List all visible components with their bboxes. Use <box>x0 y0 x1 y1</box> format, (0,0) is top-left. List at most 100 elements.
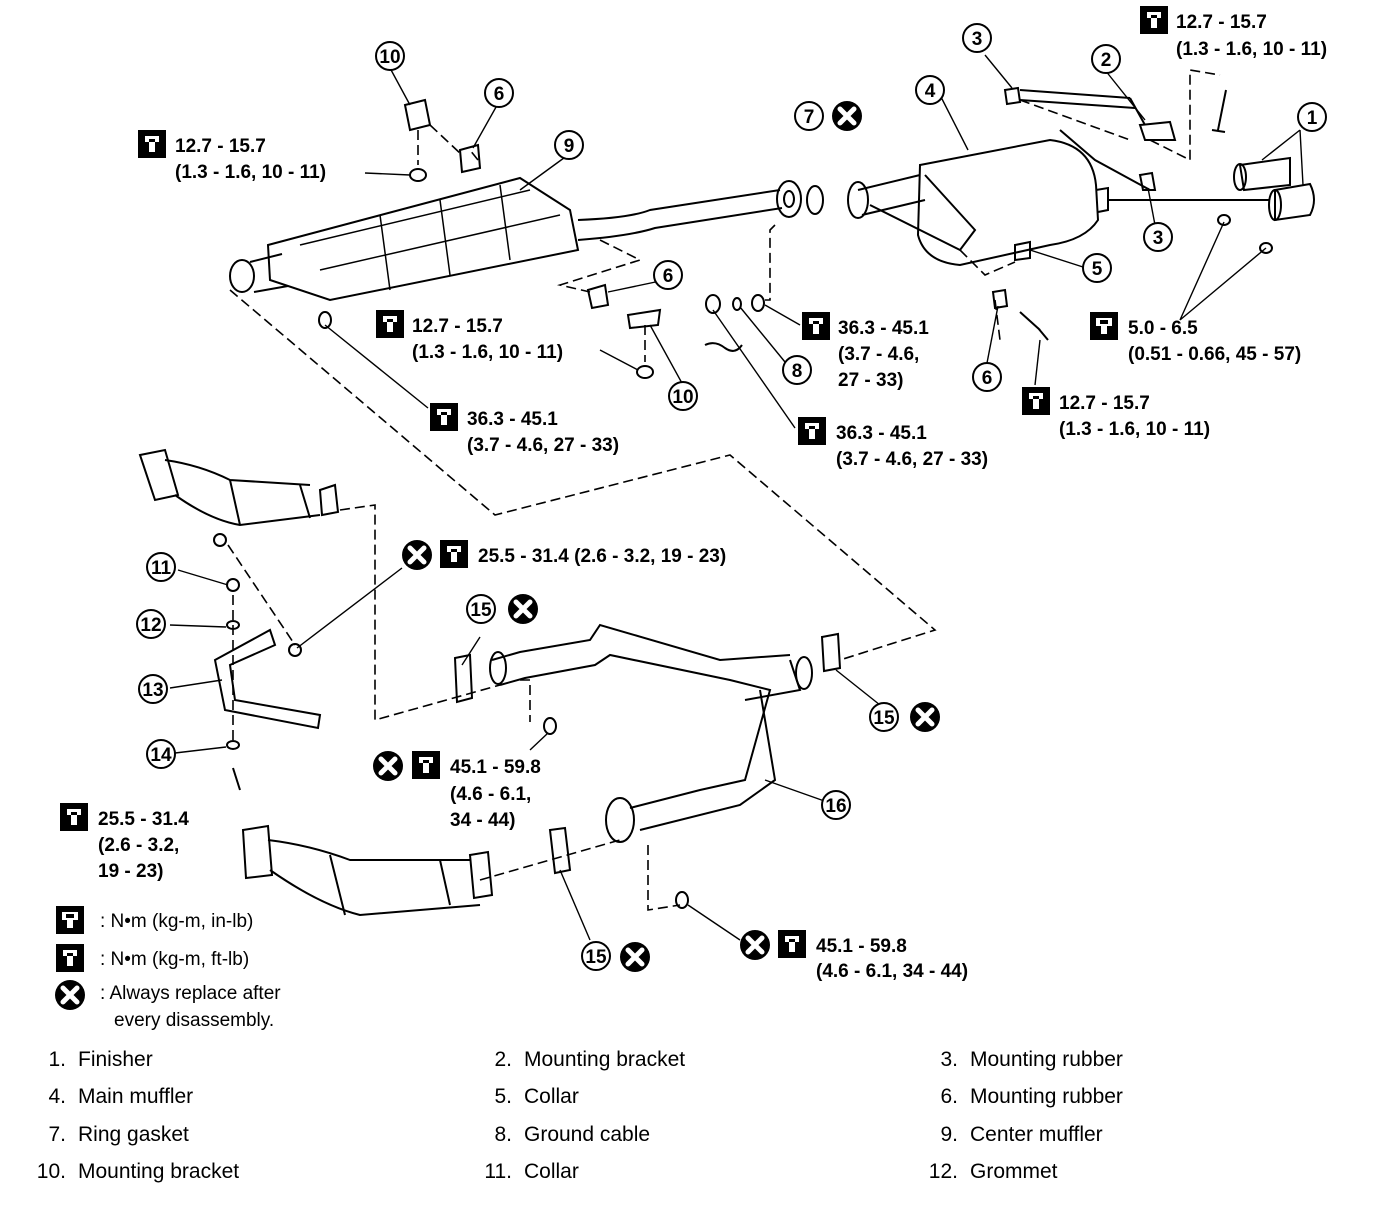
callout-16: 16 <box>821 790 851 820</box>
torque-wrench-ftlb-icon <box>376 310 404 338</box>
svg-text:2: 2 <box>1101 50 1112 71</box>
callout-3-bottom: 3 <box>1143 222 1173 252</box>
legend-replace-1: : Always replace after <box>100 983 281 1004</box>
torque-spec-4: 36.3 - 45.1 (3.7 - 4.6, 27 - 33) <box>430 403 619 456</box>
svg-text:(1.3 - 1.6, 10 - 11): (1.3 - 1.6, 10 - 11) <box>1176 39 1327 60</box>
torque-spec-9: 25.5 - 31.4 (2.6 - 3.2, 19 - 23) <box>440 540 726 568</box>
always-replace-icon <box>373 751 403 781</box>
callout-15-c: 15 <box>581 941 611 971</box>
svg-text:25.5 - 31.4 (2.6 - 3.2, 19 - 2: 25.5 - 31.4 (2.6 - 3.2, 19 - 23) <box>478 546 726 567</box>
svg-text:19 - 23): 19 - 23) <box>98 861 163 882</box>
svg-text:6: 6 <box>494 84 505 105</box>
svg-text:10: 10 <box>672 387 693 408</box>
part-name: Collar <box>524 1085 579 1108</box>
torque-wrench-ftlb-icon <box>1022 387 1050 415</box>
part-name: Collar <box>524 1160 579 1183</box>
callout-13: 13 <box>138 674 168 704</box>
svg-text:(1.3 - 1.6, 10 - 11): (1.3 - 1.6, 10 - 11) <box>1059 419 1210 440</box>
part-name: Center muffler <box>970 1123 1103 1146</box>
part-name: Mounting bracket <box>78 1160 240 1183</box>
torque-spec-8: 12.7 - 15.7 (1.3 - 1.6, 10 - 11) <box>1022 387 1210 440</box>
torque-wrench-inlb-icon <box>1090 312 1118 340</box>
callout-2: 2 <box>1091 44 1121 74</box>
part-number: 8. <box>494 1123 512 1146</box>
part-number: 3. <box>940 1048 958 1071</box>
svg-text:15: 15 <box>873 708 895 729</box>
svg-text:(3.7 - 4.6,: (3.7 - 4.6, <box>838 344 919 365</box>
torque-wrench-ftlb-icon <box>798 417 826 445</box>
callout-14: 14 <box>146 739 176 769</box>
svg-text:13: 13 <box>142 680 163 701</box>
svg-text:6: 6 <box>663 266 674 287</box>
torque-wrench-ftlb-icon <box>440 540 468 568</box>
legend-replace-2: every disassembly. <box>114 1010 274 1031</box>
svg-text:(1.3 - 1.6, 10 - 11): (1.3 - 1.6, 10 - 11) <box>175 162 326 183</box>
svg-text:36.3 - 45.1: 36.3 - 45.1 <box>838 318 929 339</box>
svg-text:16: 16 <box>825 796 846 817</box>
torque-spec-1: 12.7 - 15.7 (1.3 - 1.6, 10 - 11) <box>1140 6 1327 60</box>
svg-text:7: 7 <box>804 107 815 128</box>
svg-text:45.1 - 59.8: 45.1 - 59.8 <box>450 757 541 778</box>
torque-spec-5: 36.3 - 45.1 (3.7 - 4.6, 27 - 33) <box>802 312 929 391</box>
part-number: 4. <box>48 1085 66 1108</box>
callout-15-a: 15 <box>466 594 496 624</box>
torque-specs: 12.7 - 15.7 (1.3 - 1.6, 10 - 11) 12.7 - … <box>60 6 1327 982</box>
always-replace-icon <box>402 540 432 570</box>
torque-spec-3: 12.7 - 15.7 (1.3 - 1.6, 10 - 11) <box>376 310 563 363</box>
torque-wrench-ftlb-icon <box>778 930 806 958</box>
small-parts-upper <box>318 89 1273 379</box>
callout-11: 11 <box>146 552 176 582</box>
callout-12: 12 <box>136 609 166 639</box>
torque-spec-7: 5.0 - 6.5 (0.51 - 0.66, 45 - 57) <box>1090 312 1301 365</box>
svg-text:(2.6 - 3.2,: (2.6 - 3.2, <box>98 835 179 856</box>
torque-wrench-ftlb-icon <box>1140 6 1168 34</box>
part-name: Main muffler <box>78 1085 194 1108</box>
callout-9: 9 <box>554 130 584 160</box>
svg-text:3: 3 <box>972 29 983 50</box>
callout-8: 8 <box>782 355 812 385</box>
part-name: Mounting rubber <box>970 1085 1123 1108</box>
finisher <box>1233 156 1315 222</box>
svg-text:25.5 - 31.4: 25.5 - 31.4 <box>98 809 189 830</box>
always-replace-icon <box>740 930 770 960</box>
svg-text:11: 11 <box>151 558 172 579</box>
callout-6-a: 6 <box>484 78 514 108</box>
callout-10-mid: 10 <box>668 381 698 411</box>
svg-text:12: 12 <box>140 615 161 636</box>
callout-6-c: 6 <box>972 362 1002 392</box>
part-name: Mounting rubber <box>970 1048 1123 1071</box>
svg-text:(4.6 - 6.1, 34 - 44): (4.6 - 6.1, 34 - 44) <box>816 961 968 982</box>
always-replace-icon <box>832 101 862 131</box>
torque-wrench-ftlb-icon <box>60 803 88 831</box>
part-name: Mounting bracket <box>524 1048 686 1071</box>
main-muffler <box>847 138 1270 267</box>
callout-10-top: 10 <box>375 41 405 71</box>
callout-6-b: 6 <box>653 260 683 290</box>
part-number: 9. <box>940 1123 958 1146</box>
svg-text:36.3 - 45.1: 36.3 - 45.1 <box>836 423 927 444</box>
svg-text:(4.6 - 6.1,: (4.6 - 6.1, <box>450 784 531 805</box>
torque-wrench-ftlb-icon <box>138 130 166 158</box>
svg-text:(0.51 - 0.66, 45 - 57): (0.51 - 0.66, 45 - 57) <box>1128 344 1301 365</box>
svg-text:14: 14 <box>150 745 172 766</box>
center-muffler <box>229 176 783 302</box>
always-replace-icon <box>55 980 85 1010</box>
legend-ftlb: : N•m (kg-m, ft-lb) <box>100 949 249 970</box>
torque-wrench-ftlb-icon <box>430 403 458 431</box>
callout-7: 7 <box>794 101 824 131</box>
callout-15-b: 15 <box>869 702 899 732</box>
svg-text:6: 6 <box>982 368 993 389</box>
part-name: Ground cable <box>524 1123 651 1146</box>
svg-text:15: 15 <box>585 947 607 968</box>
callout-4: 4 <box>915 75 945 105</box>
part-number: 1. <box>48 1048 66 1071</box>
svg-text:12.7 - 15.7: 12.7 - 15.7 <box>412 316 503 337</box>
part-name: Finisher <box>78 1048 153 1071</box>
svg-text:3: 3 <box>1153 228 1164 249</box>
part-number: 11. <box>484 1160 512 1183</box>
front-tube-right <box>241 824 494 917</box>
svg-text:12.7 - 15.7: 12.7 - 15.7 <box>1176 12 1267 33</box>
pointer-lines <box>169 54 1304 941</box>
legend: : N•m (kg-m, in-lb) : N•m (kg-m, ft-lb) … <box>55 906 281 1031</box>
